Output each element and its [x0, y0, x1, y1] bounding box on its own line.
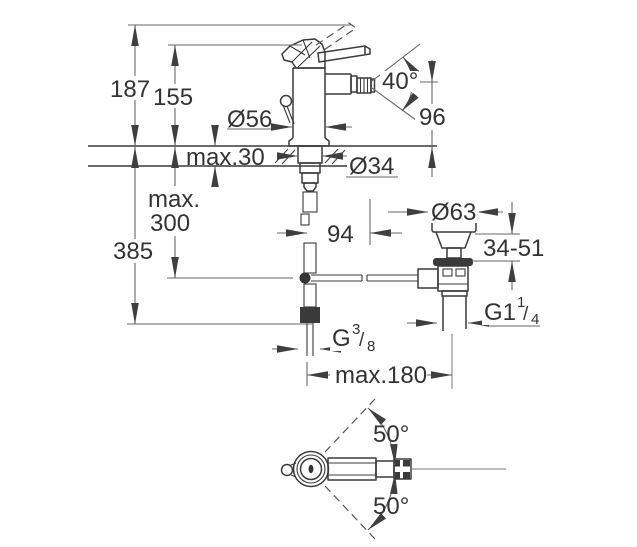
- dim-spout-angle-label: 40°: [382, 68, 418, 95]
- cartridge-slot: [308, 464, 314, 474]
- dim-385-label: 385: [113, 238, 153, 265]
- dim-base-diameter-label: Ø56: [227, 106, 272, 133]
- dim-155-label: 155: [153, 84, 193, 111]
- label-knockouts: [107, 71, 543, 386]
- svg-text:3: 3: [352, 321, 360, 338]
- dim-96-label: 96: [419, 104, 446, 131]
- dim-swivel-upper-label: 50°: [373, 421, 409, 448]
- shank-and-hoses: [297, 145, 323, 356]
- dim-hose-depth-label-line1: max.: [148, 186, 200, 213]
- svg-text:G1: G1: [484, 299, 516, 326]
- dim-hole-diameter-label: Ø34: [349, 153, 394, 180]
- dim-swivel-lower-label: 50°: [373, 493, 409, 520]
- front-view: [88, 22, 477, 356]
- svg-text:/: /: [523, 304, 529, 325]
- supply-thread-label: G 3 / 8: [332, 321, 375, 355]
- svg-text:8: 8: [367, 338, 375, 355]
- dimension-labels: 187 155 Ø56 max.30 max. 300 385 Ø34 40° …: [110, 68, 544, 520]
- dim-94-label: 94: [327, 221, 354, 248]
- svg-text:/: /: [359, 330, 365, 351]
- dim-waste-diameter-label: Ø63: [431, 199, 476, 226]
- svg-text:G: G: [332, 325, 351, 352]
- rod-pivot-joint: [299, 272, 311, 284]
- waste-flange: [433, 258, 473, 266]
- svg-text:1: 1: [517, 294, 525, 311]
- top-view: [280, 398, 506, 540]
- faucet-body: [279, 22, 376, 147]
- dim-187-label: 187: [110, 76, 150, 103]
- supply-hose-nut: [300, 307, 320, 323]
- swivel-angle-dimension: [324, 398, 506, 540]
- dim-hose-depth-label-line2: 300: [150, 210, 190, 237]
- pop-up-actuating-rod: [311, 268, 439, 289]
- waste-thread-label: G1 1 / 4: [484, 294, 539, 328]
- svg-text:4: 4: [531, 311, 539, 328]
- faucet-plan: [280, 450, 412, 488]
- dim-max180-label: max.180: [335, 362, 427, 389]
- dim-waste-range-label: 34-51: [483, 235, 544, 262]
- dim-deck-thickness-label: max.30: [186, 144, 265, 171]
- pop-up-waste-valve: [431, 211, 477, 331]
